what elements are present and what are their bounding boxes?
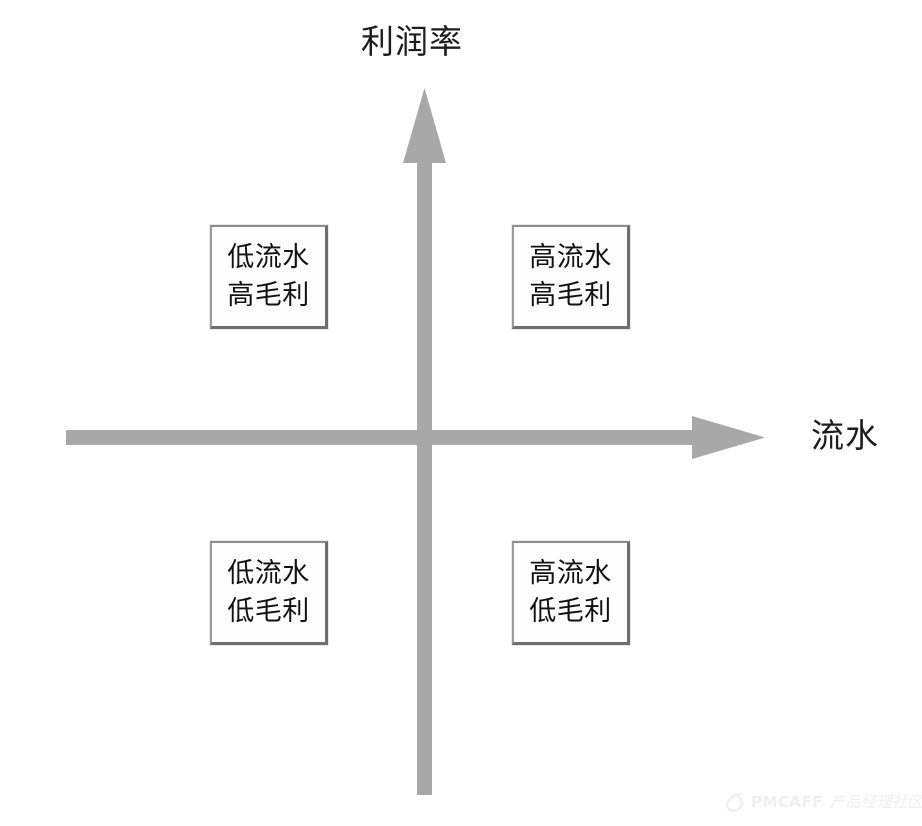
x-axis-label: 流水 (811, 416, 879, 455)
circle-swoosh-icon (726, 792, 743, 812)
y-axis-label: 利润率 (361, 22, 463, 61)
quadrant-line-1: 高流水 (529, 241, 612, 273)
watermark: PMCAFF 产品经理社区 (722, 791, 922, 813)
quadrant-box-bottom-left: 低流水 低毛利 (210, 541, 328, 645)
quadrant-line-1: 低流水 (227, 557, 310, 589)
quadrant-line-2: 低毛利 (227, 595, 310, 627)
quadrant-box-top-right: 高流水 高毛利 (512, 225, 630, 329)
quadrant-line-2: 高毛利 (529, 279, 612, 311)
watermark-tagline: 产品经理社区 (830, 792, 922, 811)
watermark-brand: PMCAFF (751, 792, 824, 811)
x-axis-line (66, 430, 695, 445)
quadrant-line-2: 高毛利 (227, 279, 310, 311)
quadrant-box-top-left: 低流水 高毛利 (210, 225, 328, 329)
quadrant-box-bottom-right: 高流水 低毛利 (512, 541, 630, 645)
quadrant-line-2: 低毛利 (529, 595, 612, 627)
quadrant-line-1: 高流水 (529, 557, 612, 589)
quadrant-line-1: 低流水 (227, 241, 310, 273)
y-axis-line (417, 160, 432, 795)
x-axis-arrowhead (692, 416, 765, 459)
y-axis-arrowhead (403, 88, 446, 163)
